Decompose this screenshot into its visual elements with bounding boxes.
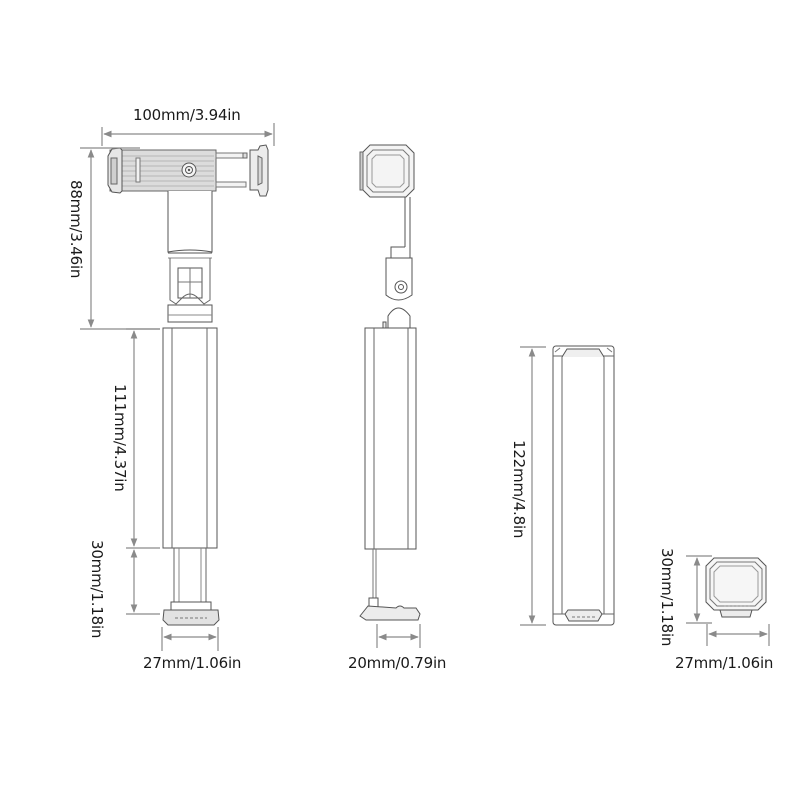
leg-extension-label: 30mm/1.18in xyxy=(88,540,106,639)
top-height-label: 30mm/1.18in xyxy=(658,548,676,647)
clamp-width-label: 100mm/3.94in xyxy=(133,106,241,124)
base-width-label: 27mm/1.06in xyxy=(143,654,242,672)
front-view-folded xyxy=(552,345,615,626)
head-height-label: 88mm/3.46in xyxy=(67,180,85,279)
dimension-lines-view1 xyxy=(80,123,275,651)
body-length-label: 111mm/4.37in xyxy=(111,384,129,492)
dimension-lines-view4 xyxy=(686,555,770,646)
front-view-extended xyxy=(107,144,269,626)
dimension-lines-view2 xyxy=(376,624,421,648)
top-width-label: 27mm/1.06in xyxy=(675,654,774,672)
dimension-lines-view3 xyxy=(520,346,546,626)
top-view-folded xyxy=(705,557,767,618)
side-view-extended xyxy=(359,144,421,621)
folded-length-label: 122mm/4.8in xyxy=(510,440,528,539)
base-depth-label: 20mm/0.79in xyxy=(348,654,447,672)
